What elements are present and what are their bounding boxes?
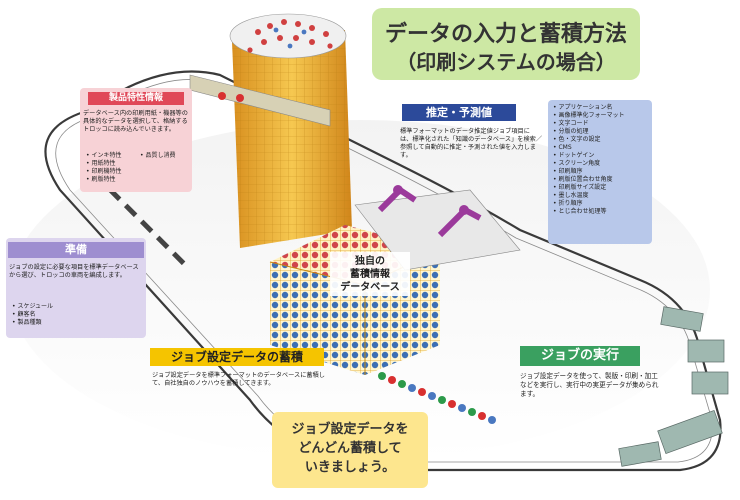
estimate-header: 推定・予測値: [402, 104, 516, 121]
list-item: 品質し消費: [140, 152, 175, 160]
list-item: スケジュール: [12, 303, 53, 311]
param-list: アプリケーション名 画像標準化フォーマット 文字コード 分版の処理 色・文字の設…: [553, 104, 624, 216]
list-item: スクリーン角度: [553, 160, 624, 168]
list-item: 製品種類: [12, 319, 53, 327]
list-item: 色・文字の設定: [553, 136, 624, 144]
job-exec-header: ジョブの実行: [520, 346, 640, 366]
job-exec-body: ジョブ設定データを使って、製版・印刷・加工などを実行し、実行中の実更データが集め…: [520, 372, 659, 398]
list-item: 刷版特性: [86, 176, 121, 184]
prep-list: スケジュール 顧客名 製品種類: [12, 303, 53, 327]
list-item: 用紙特性: [86, 160, 121, 168]
list-item: 印刷版サイズ設定: [553, 184, 624, 192]
list-item: CMS: [553, 144, 624, 152]
list-item: 分版の処理: [553, 128, 624, 136]
list-item: 文字コード: [553, 120, 624, 128]
list-item: 印刷機特性: [86, 168, 121, 176]
list-item: とじ合わせ処理等: [553, 208, 624, 216]
list-item: 画像標準化フォーマット: [553, 112, 624, 120]
product-info-list: インキ特性 用紙特性 印刷機特性 刷版特性: [86, 152, 121, 184]
robot-station: [354, 185, 521, 271]
title-line2: （印刷システムの場合）: [396, 50, 616, 74]
title-banner: データの入力と蓄積方法 （印刷システムの場合）: [372, 8, 640, 80]
title-line1: データの入力と蓄積方法: [384, 22, 627, 47]
list-item: アプリケーション名: [553, 104, 624, 112]
list-item: 刷版位置合わせ角度: [553, 176, 624, 184]
footer-line3: いきましょう。: [304, 460, 396, 475]
knowledge-db-line1: 独自の: [355, 256, 385, 267]
printing-machines: [618, 306, 729, 467]
list-item: ドットゲイン: [553, 152, 624, 160]
prep-header: 準備: [8, 242, 144, 258]
estimate-body: 標準フォーマットのデータ推定値ジョブ項目には、標準化された「知識のデータベース」…: [400, 128, 543, 159]
knowledge-db-line2: 蓄積情報: [350, 269, 390, 280]
list-item: 顧客名: [12, 311, 53, 319]
knowledge-db-label: 独自の 蓄積情報 データベース: [330, 252, 410, 296]
list-item: 墨し水温度: [553, 192, 624, 200]
footer-line2: どんどん蓄積して: [298, 441, 402, 456]
job-accum-body: ジョブ設定データを標準フォーマットのデータベースに蓄積して、自社独自のノウハウを…: [152, 372, 325, 387]
list-item: 折り順序: [553, 200, 624, 208]
list-item: 印刷順序: [553, 168, 624, 176]
footer-line1: ジョブ設定データを: [291, 422, 409, 437]
list-item: インキ特性: [86, 152, 121, 160]
job-accum-header: ジョブ設定データの蓄積: [150, 348, 324, 366]
prep-body: ジョブの設定に必要な項目を標準データベースから選び、トロッコの車両を編成します。: [9, 264, 139, 279]
footer-callout: ジョブ設定データを どんどん蓄積して いきましょう。: [272, 412, 428, 488]
product-info-list-right: 品質し消費: [140, 152, 175, 160]
knowledge-db-line3: データベース: [340, 282, 400, 293]
storage-tower: [229, 13, 352, 248]
product-info-header: 製品特性情報: [88, 92, 184, 105]
product-info-body: データベース内の印刷用紙・機器等の具体的なデータを選択して、格納するトロッコに読…: [83, 110, 188, 133]
